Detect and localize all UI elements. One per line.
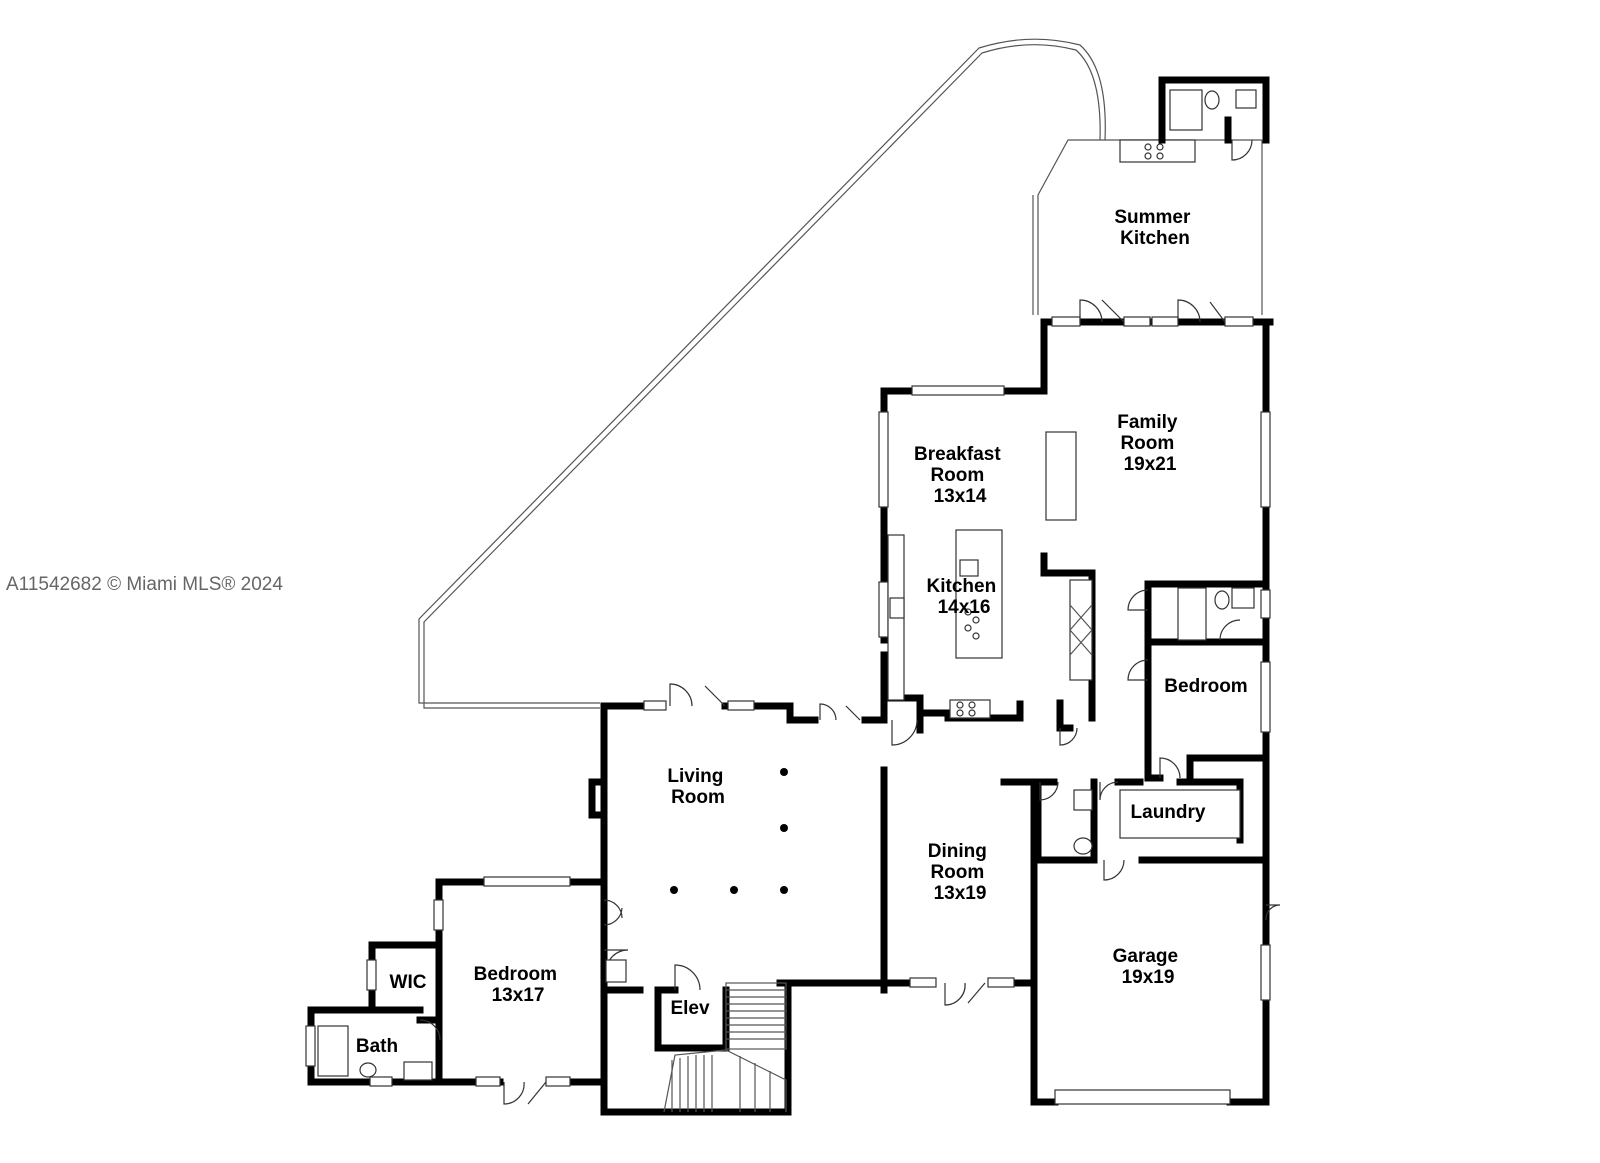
summer-kitchen-fixtures [1119,89,1257,163]
watermark: A11542682 © Miami MLS® 2024 [6,574,283,595]
label-living-room: Living Room [667,766,728,808]
pool-bath-walls [1158,76,1270,144]
label-kitchen: Kitchen 14x16 [927,576,1002,618]
windows [305,316,1271,1105]
label-family-room: Family Room 19x21 [1117,412,1182,475]
label-garage: Garage 19x19 [1113,946,1184,988]
fixtures [317,431,1255,1081]
label-dining-room: Dining Room 13x19 [928,841,992,904]
label-laundry: Laundry [1131,802,1206,823]
doors [419,299,1281,1105]
label-bath: Bath [356,1036,398,1057]
label-breakfast-room: Breakfast Room 13x14 [914,444,1006,507]
label-wic: WIC [390,972,427,993]
staircase [663,982,787,1113]
label-bedroom-right: Bedroom [1164,676,1247,697]
label-elev: Elev [670,998,710,1019]
label-summer-kitchen: Summer Kitchen [1114,207,1195,249]
label-bedroom-left: Bedroom 13x17 [474,964,563,1006]
columns [670,768,788,894]
